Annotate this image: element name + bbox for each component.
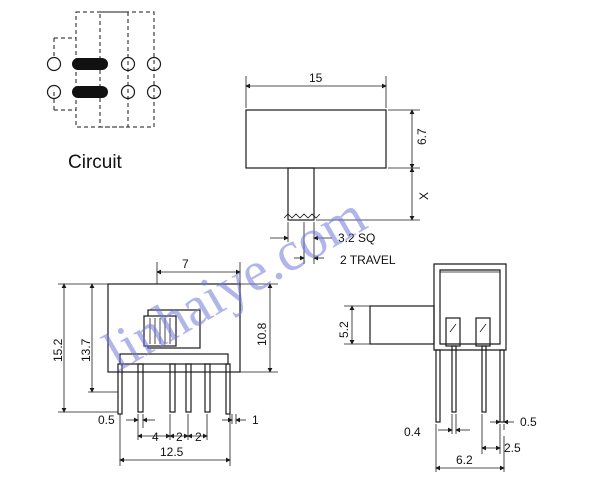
- dim-x: X: [417, 192, 431, 200]
- circuit-terminal: [46, 84, 62, 100]
- circuit-terminal: [146, 84, 162, 100]
- top-view-body: [245, 109, 387, 169]
- dim-side-6-2: 6.2: [456, 453, 473, 467]
- dim-front-4: 4: [152, 430, 159, 444]
- dim-side-0-5: 0.5: [520, 415, 537, 429]
- side-view-actuator: [369, 305, 435, 345]
- side-view-pin: [481, 345, 487, 413]
- circuit-terminal: [146, 56, 162, 72]
- dim-front-0-5: 0.5: [98, 413, 115, 427]
- circuit-dashed-frame-inner: [99, 11, 129, 128]
- pin: [169, 363, 176, 413]
- dim-travel: 2 TRAVEL: [340, 253, 396, 267]
- circuit-label: Circuit: [68, 152, 123, 173]
- circuit-terminal: [120, 84, 136, 100]
- dim-front-2a: 2: [176, 430, 183, 444]
- top-view-actuator: [287, 167, 315, 221]
- pin: [137, 363, 144, 413]
- dim-front-10-8: 10.8: [255, 322, 269, 346]
- side-view-pin: [451, 345, 457, 413]
- dim-side-5-2: 5.2: [337, 321, 351, 338]
- dim-front-1: 1: [252, 413, 259, 427]
- dim-front-15-2: 15.2: [51, 338, 65, 362]
- side-view: 5.2 0.4 0.5 2.5 6.2: [337, 263, 537, 472]
- circuit-diagram: Circuit: [46, 11, 162, 173]
- dim-side-2-5: 2.5: [504, 441, 521, 455]
- front-view: 7 15.2 13.7 10.8 0.5 4 2 2 1 12.5: [51, 257, 278, 466]
- side-view-contact: [445, 317, 461, 347]
- dim-square: 3.2 SQ: [338, 231, 375, 245]
- side-view-contact: [475, 317, 491, 347]
- front-view-body: [107, 283, 241, 373]
- dim-side-0-4: 0.4: [404, 425, 421, 439]
- dim-front-2b: 2: [195, 430, 202, 444]
- dim-top-height: 6.7: [415, 128, 429, 145]
- circuit-contact-bar: [72, 86, 108, 98]
- dim-front-13-7: 13.7: [79, 338, 93, 362]
- circuit-contact-bar: [72, 58, 108, 70]
- dim-front-7: 7: [182, 257, 189, 271]
- break-line: [283, 213, 321, 219]
- side-view-tab: [499, 349, 505, 423]
- top-view: 15 6.7 X 3.2 SQ 2 TRAVEL: [245, 71, 431, 267]
- dim-front-12-5: 12.5: [160, 445, 184, 459]
- side-view-housing: [433, 263, 507, 351]
- circuit-terminal: [46, 56, 62, 72]
- dim-top-width: 15: [309, 71, 323, 85]
- pin: [185, 363, 192, 413]
- pin: [204, 363, 211, 413]
- circuit-terminal: [120, 56, 136, 72]
- mount-tab: [225, 363, 231, 415]
- side-view-tab: [435, 349, 441, 423]
